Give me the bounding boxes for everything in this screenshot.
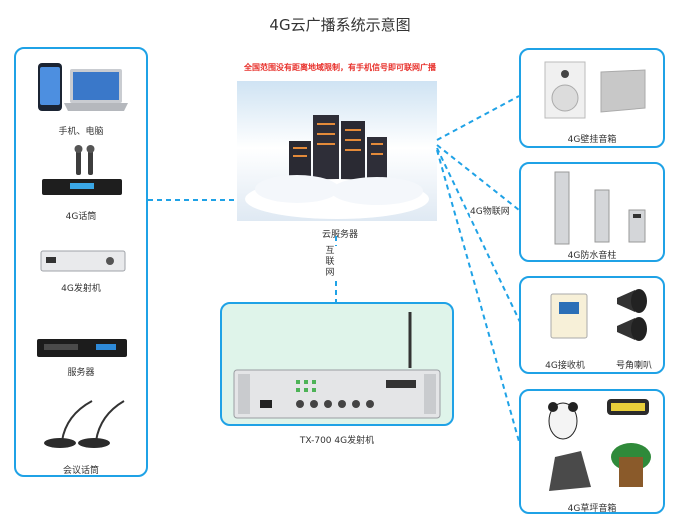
horn-speaker-icon (617, 289, 647, 341)
transmitter-small-icon (40, 250, 126, 272)
input-devices-panel: 手机、电脑 4G话筒 4G发射机 服务器 会议话筒 (14, 47, 148, 477)
column-speaker-icon (554, 171, 646, 245)
wall-speaker-label: 4G壁挂音箱 (567, 135, 617, 145)
transmitter-device-icon (233, 312, 441, 419)
lawn-speaker-label: 4G草坪音箱 (567, 504, 617, 514)
internet-label: 互 联 网 (322, 246, 338, 279)
left-item-label-2: 4G发射机 (61, 284, 101, 294)
lawn-speaker-icon (548, 399, 651, 491)
conference-mic-icon (44, 400, 125, 448)
left-item-label-3: 服务器 (67, 368, 95, 378)
link-to-lawn-speaker (436, 149, 521, 446)
wall-speaker-panel: 4G壁挂音箱 (519, 48, 665, 148)
receiver-icon (550, 293, 588, 339)
transmitter-panel (220, 302, 454, 426)
lawn-speaker-panel: 4G草坪音箱 (519, 389, 665, 514)
receiver-label: 4G接收机 (545, 361, 585, 371)
phone-laptop-icon (38, 63, 128, 111)
receiver-horn-panel: 4G接收机 号角喇叭 (519, 276, 665, 374)
iot-label: 4G物联网 (470, 204, 510, 217)
column-speaker-label: 4G防水音柱 (567, 251, 617, 261)
column-speaker-panel: 4G防水音柱 (519, 162, 665, 262)
coverage-notice: 全国范围没有距离地域限制，有手机信号即可联网广播 (244, 63, 436, 72)
wireless-mic-icon (42, 145, 122, 195)
horn-label: 号角喇叭 (615, 361, 652, 371)
transmitter-label: TX-700 4G发射机 (299, 436, 375, 446)
link-to-column-speaker (436, 144, 520, 211)
server-icon (37, 339, 127, 357)
link-to-receiver (436, 147, 521, 323)
cloud-server-label: 云服务器 (321, 230, 358, 240)
left-item-label-0: 手机、电脑 (58, 127, 104, 137)
cloud-server-image (237, 81, 437, 221)
left-item-label-1: 4G话筒 (65, 212, 97, 222)
link-to-wall-speaker (436, 95, 520, 141)
wall-speaker-icon (544, 61, 646, 119)
diagram-title: 4G云广播系统示意图 (269, 16, 411, 34)
left-item-label-4: 会议话筒 (62, 466, 99, 476)
